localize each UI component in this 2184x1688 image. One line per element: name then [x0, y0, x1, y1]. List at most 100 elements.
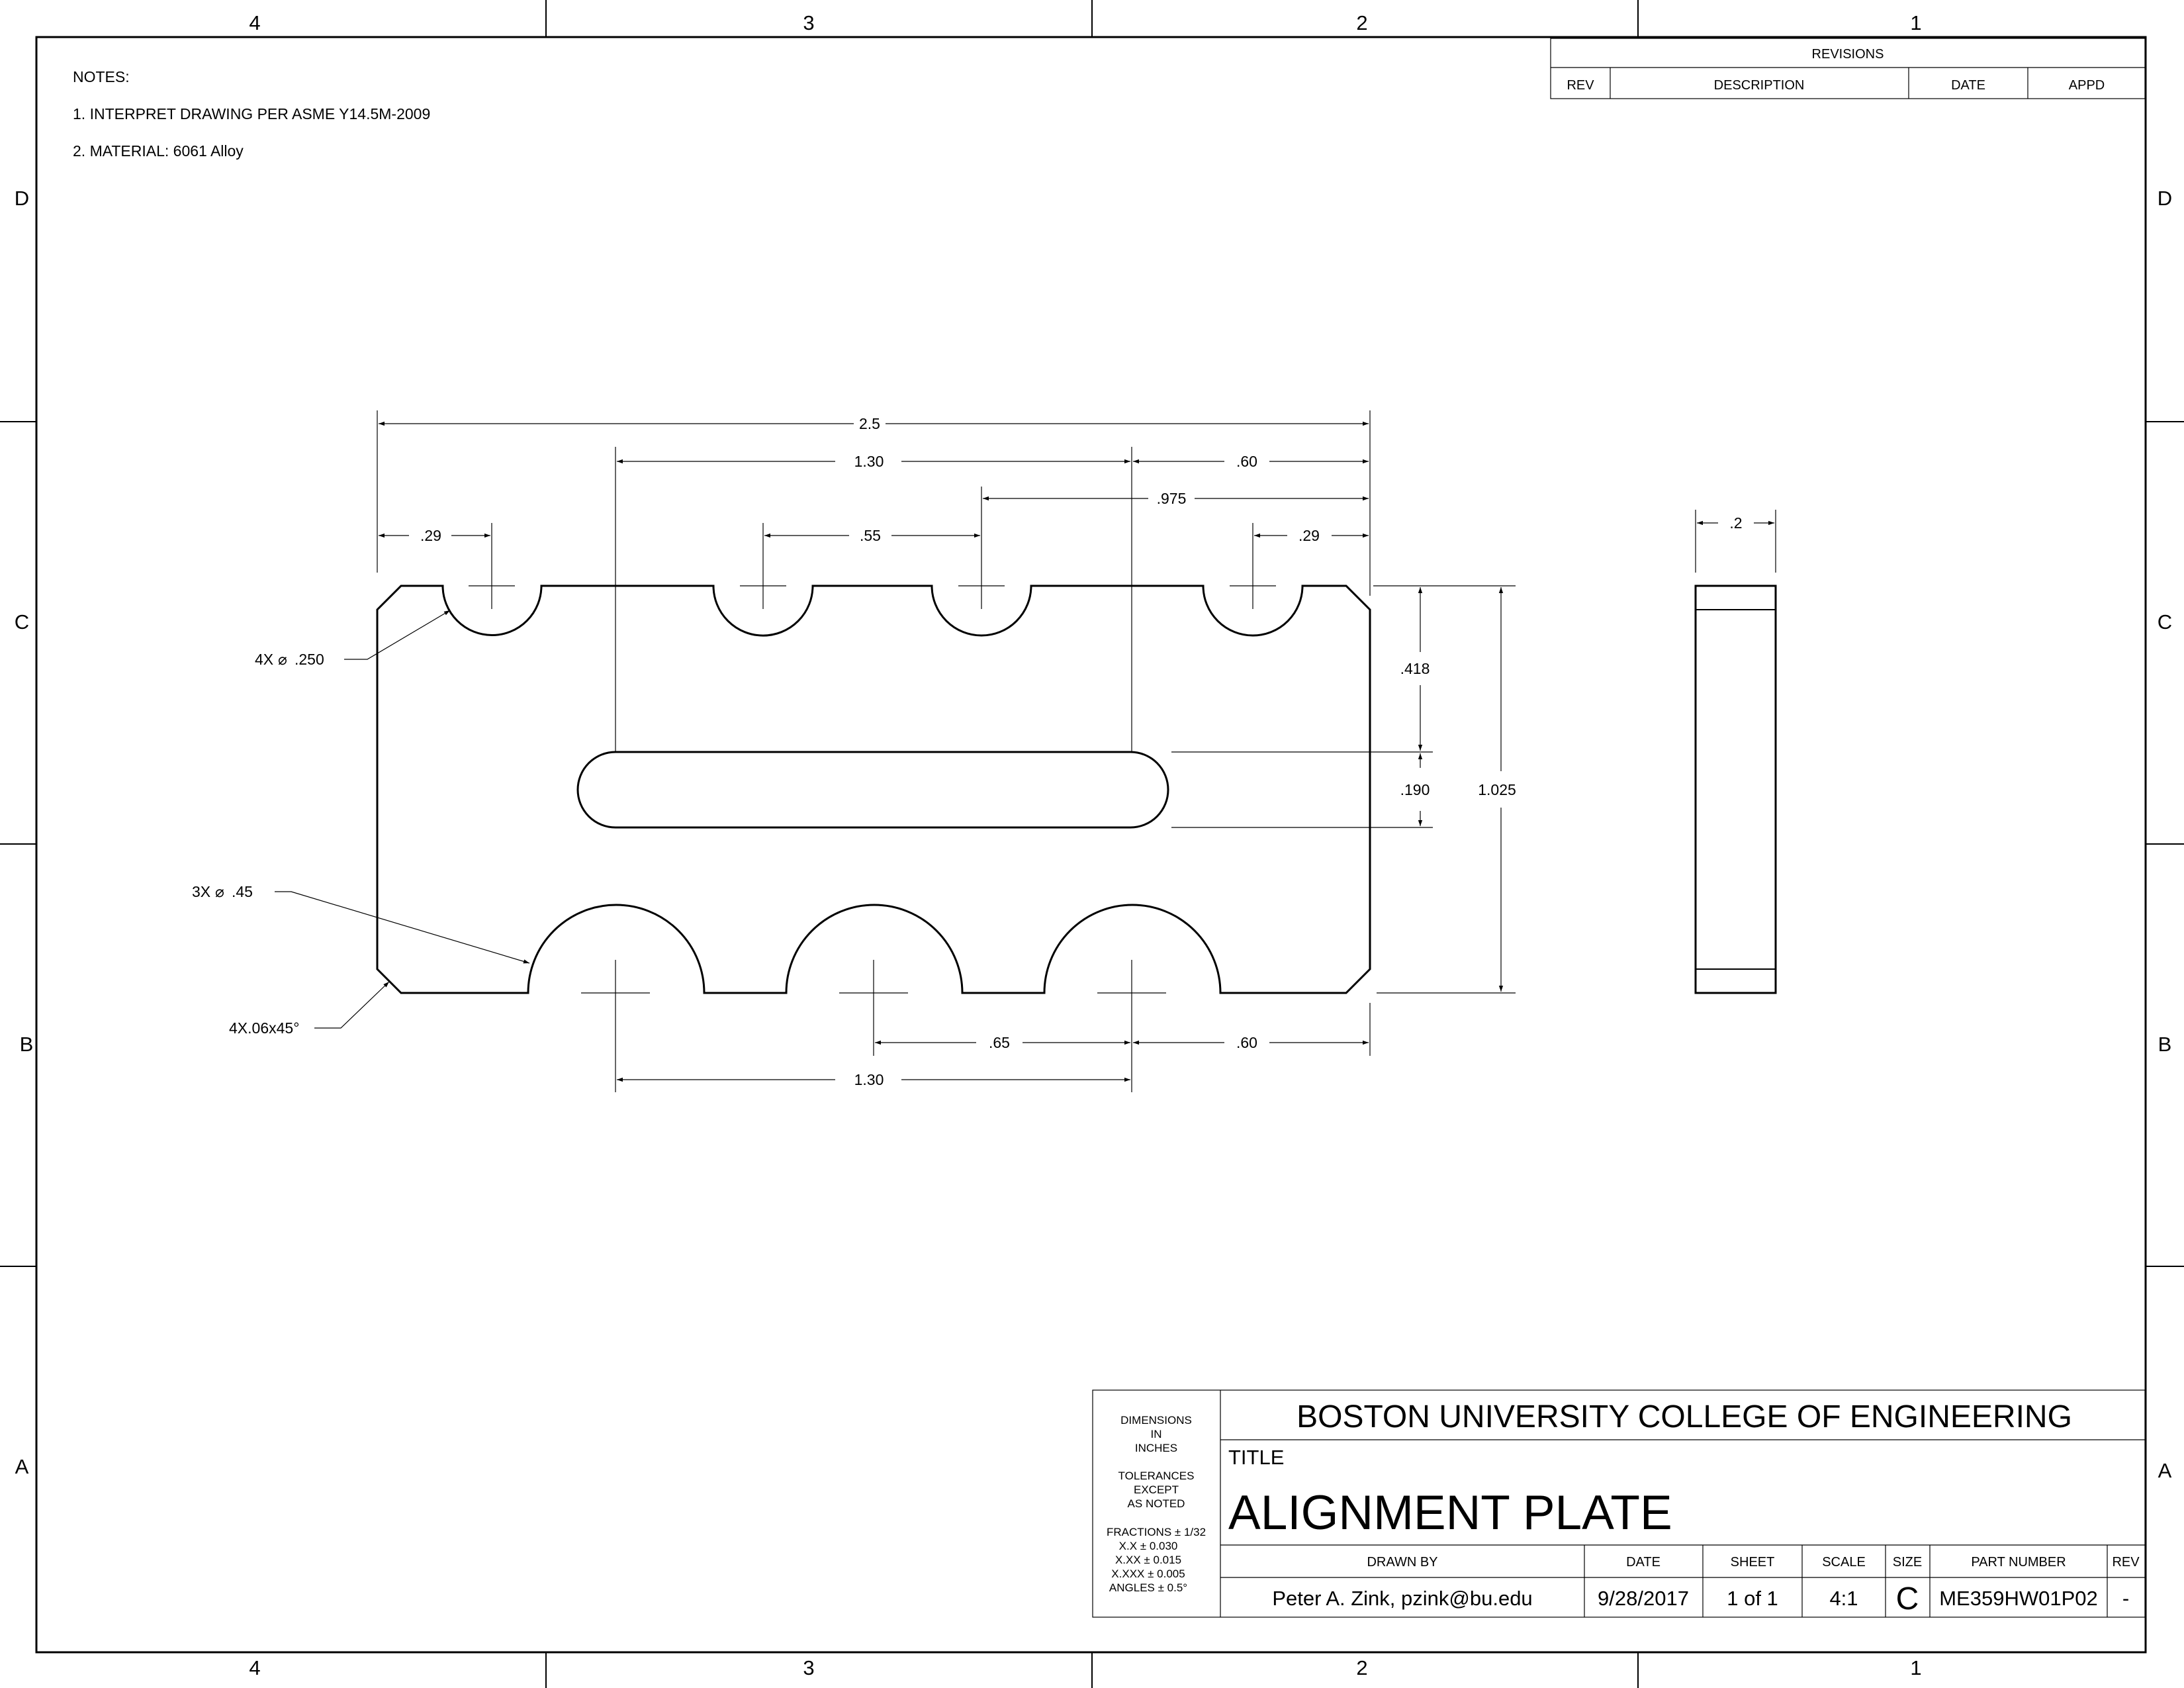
- callout-value: .45: [232, 883, 253, 900]
- note-item: 2. MATERIAL: 6061 Alloy: [73, 142, 244, 160]
- value-scale: 4:1: [1829, 1587, 1858, 1610]
- diameter-symbol: ⌀: [278, 651, 287, 668]
- zone-row-a-right: A: [2158, 1459, 2172, 1482]
- revisions-table: REVISIONS REV DESCRIPTION DATE APPD: [1550, 38, 2146, 99]
- callout-small-holes: 4X ⌀ .250: [255, 610, 451, 668]
- units-line: DIMENSIONS: [1120, 1414, 1192, 1427]
- revisions-header-date: DATE: [1951, 78, 1985, 93]
- center-marks: [469, 563, 1276, 1026]
- zone-row-b-left: B: [20, 1033, 34, 1056]
- tolerance-line: ANGLES ± 0.5°: [1109, 1581, 1187, 1594]
- dim-right-notch: .29: [1254, 527, 1369, 544]
- dim-label: .65: [989, 1034, 1010, 1051]
- diameter-symbol: ⌀: [215, 883, 224, 900]
- callout-chamfer: 4X.06x45°: [229, 981, 390, 1037]
- dim-bottom-spacing: .65: [875, 1034, 1130, 1051]
- tolerance-heading: TOLERANCES: [1118, 1470, 1195, 1482]
- tolerance-heading: EXCEPT: [1134, 1483, 1179, 1496]
- note-item: 1. INTERPRET DRAWING PER ASME Y14.5M-200…: [73, 105, 430, 122]
- tolerance-line: X.XX ± 0.015: [1115, 1554, 1181, 1566]
- dim-notch-spacing: .55: [764, 527, 980, 544]
- drawing-title: ALIGNMENT PLATE: [1228, 1486, 1672, 1540]
- zone-labels: 4 3 2 1 4 3 2 1 D C B A D C B A: [15, 11, 2172, 1679]
- extension-lines: [377, 410, 1516, 1092]
- dim-label: .55: [860, 527, 881, 544]
- revisions-header-rev: REV: [1567, 78, 1594, 93]
- dim-label: 1.025: [1478, 781, 1516, 798]
- value-sheet: 1 of 1: [1727, 1587, 1778, 1610]
- header-scale: SCALE: [1822, 1555, 1866, 1570]
- value-drawn-by: Peter A. Zink, pzink@bu.edu: [1272, 1587, 1532, 1610]
- header-drawn-by: DRAWN BY: [1367, 1555, 1437, 1570]
- units-line: IN: [1151, 1428, 1162, 1440]
- callout-text: 4X.06x45°: [229, 1019, 299, 1037]
- front-view: 2.5 1.30 .60 .975 .29 .55: [192, 410, 1516, 1092]
- revisions-header-description: DESCRIPTION: [1714, 78, 1805, 93]
- zone-col-3-bottom: 3: [803, 1656, 814, 1679]
- zone-row-d-right: D: [2158, 187, 2172, 210]
- header-part-number: PART NUMBER: [1971, 1555, 2066, 1570]
- dim-slot-right-offset: .60: [1133, 453, 1369, 470]
- dim-label: .190: [1400, 781, 1430, 798]
- dim-slot-length: 1.30: [617, 453, 1130, 470]
- zone-col-3-top: 3: [803, 11, 814, 34]
- dim-slot-width: .190: [1400, 753, 1430, 826]
- dim-bottom-right-offset: .60: [1133, 1034, 1369, 1051]
- revisions-header-appd: APPD: [2069, 78, 2105, 93]
- dim-label: .418: [1400, 660, 1430, 677]
- title-label: TITLE: [1228, 1446, 1284, 1469]
- dim-label: .29: [420, 527, 441, 544]
- zone-col-4-bottom: 4: [249, 1656, 260, 1679]
- callout-large-holes: 3X ⌀ .45: [192, 883, 530, 964]
- slot-outline: [576, 751, 1169, 829]
- notes-heading: NOTES:: [73, 68, 130, 85]
- dim-label: .2: [1729, 514, 1742, 532]
- callout-count: 3X: [192, 883, 210, 900]
- zone-col-1-top: 1: [1910, 11, 1921, 34]
- dim-thickness: .2: [1697, 514, 1774, 532]
- dim-slot-top: .418: [1400, 587, 1430, 751]
- value-part-number: ME359HW01P02: [1939, 1587, 2098, 1610]
- value-size: C: [1896, 1581, 1919, 1617]
- callout-count: 4X: [255, 651, 273, 668]
- dim-left-notch: .29: [379, 527, 490, 544]
- notes: NOTES: 1. INTERPRET DRAWING PER ASME Y14…: [73, 68, 430, 160]
- zone-row-c-left: C: [15, 610, 29, 633]
- side-view-outline: [1694, 585, 1777, 994]
- organization-name: BOSTON UNIVERSITY COLLEGE OF ENGINEERING: [1297, 1399, 2072, 1434]
- tolerance-heading: AS NOTED: [1128, 1497, 1185, 1510]
- header-sheet: SHEET: [1731, 1555, 1775, 1570]
- dim-notch-offset: .975: [983, 490, 1369, 507]
- dim-label: .60: [1236, 1034, 1257, 1051]
- title-block: DIMENSIONS IN INCHES TOLERANCES EXCEPT A…: [1092, 1389, 2146, 1618]
- tolerance-line: X.X ± 0.030: [1119, 1540, 1178, 1552]
- tolerance-line: X.XXX ± 0.005: [1111, 1568, 1185, 1580]
- units-line: INCHES: [1135, 1442, 1177, 1454]
- dim-bottom-span: 1.30: [617, 1071, 1130, 1088]
- plate-outline: [376, 585, 1371, 994]
- header-rev: REV: [2112, 1555, 2140, 1570]
- value-date: 9/28/2017: [1598, 1587, 1689, 1610]
- header-size: SIZE: [1893, 1555, 1922, 1570]
- dim-label: .975: [1157, 490, 1187, 507]
- zone-col-2-top: 2: [1356, 11, 1367, 34]
- zone-col-4-top: 4: [249, 11, 260, 34]
- dim-label: .29: [1298, 527, 1320, 544]
- dim-label: 2.5: [859, 415, 880, 432]
- header-date: DATE: [1626, 1555, 1661, 1570]
- zone-col-2-bottom: 2: [1356, 1656, 1367, 1679]
- zone-row-c-right: C: [2158, 610, 2172, 633]
- zone-row-a-left: A: [15, 1455, 29, 1478]
- side-view: .2: [1694, 510, 1777, 994]
- dim-label: 1.30: [854, 453, 884, 470]
- zone-row-d-left: D: [15, 187, 29, 210]
- dim-overall-height: 1.025: [1478, 587, 1516, 992]
- dim-label: .60: [1236, 453, 1257, 470]
- zone-row-b-right: B: [2158, 1033, 2172, 1056]
- dim-overall-width: 2.5: [379, 415, 1369, 432]
- zone-col-1-bottom: 1: [1910, 1656, 1921, 1679]
- callout-value: .250: [295, 651, 324, 668]
- tolerance-line: FRACTIONS ± 1/32: [1107, 1526, 1206, 1538]
